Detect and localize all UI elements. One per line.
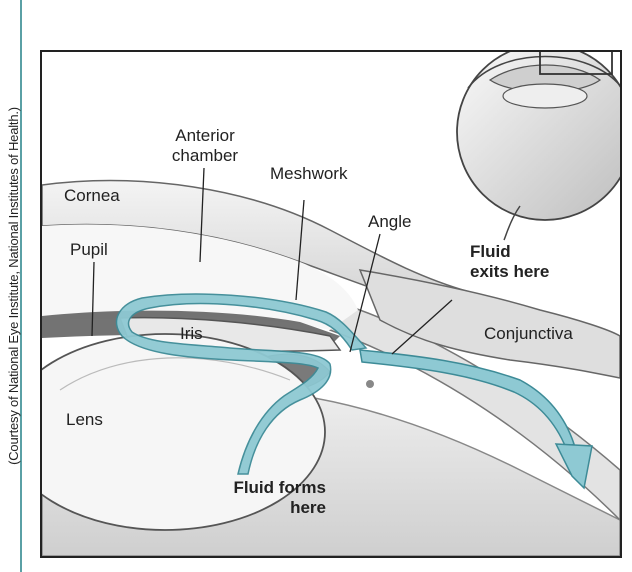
label-anterior-chamber: Anterior chamber [150, 126, 260, 166]
label-conjunctiva: Conjunctiva [484, 324, 573, 344]
label-cornea: Cornea [64, 186, 120, 206]
label-pupil: Pupil [70, 240, 108, 260]
label-fluid-exits: Fluid exits here [470, 242, 549, 282]
label-fluid-forms: Fluid forms here [196, 478, 326, 518]
eyeball-inset [457, 12, 632, 240]
label-iris: Iris [180, 324, 203, 344]
label-lens: Lens [66, 410, 103, 430]
label-angle: Angle [368, 212, 411, 232]
label-meshwork: Meshwork [270, 164, 347, 184]
